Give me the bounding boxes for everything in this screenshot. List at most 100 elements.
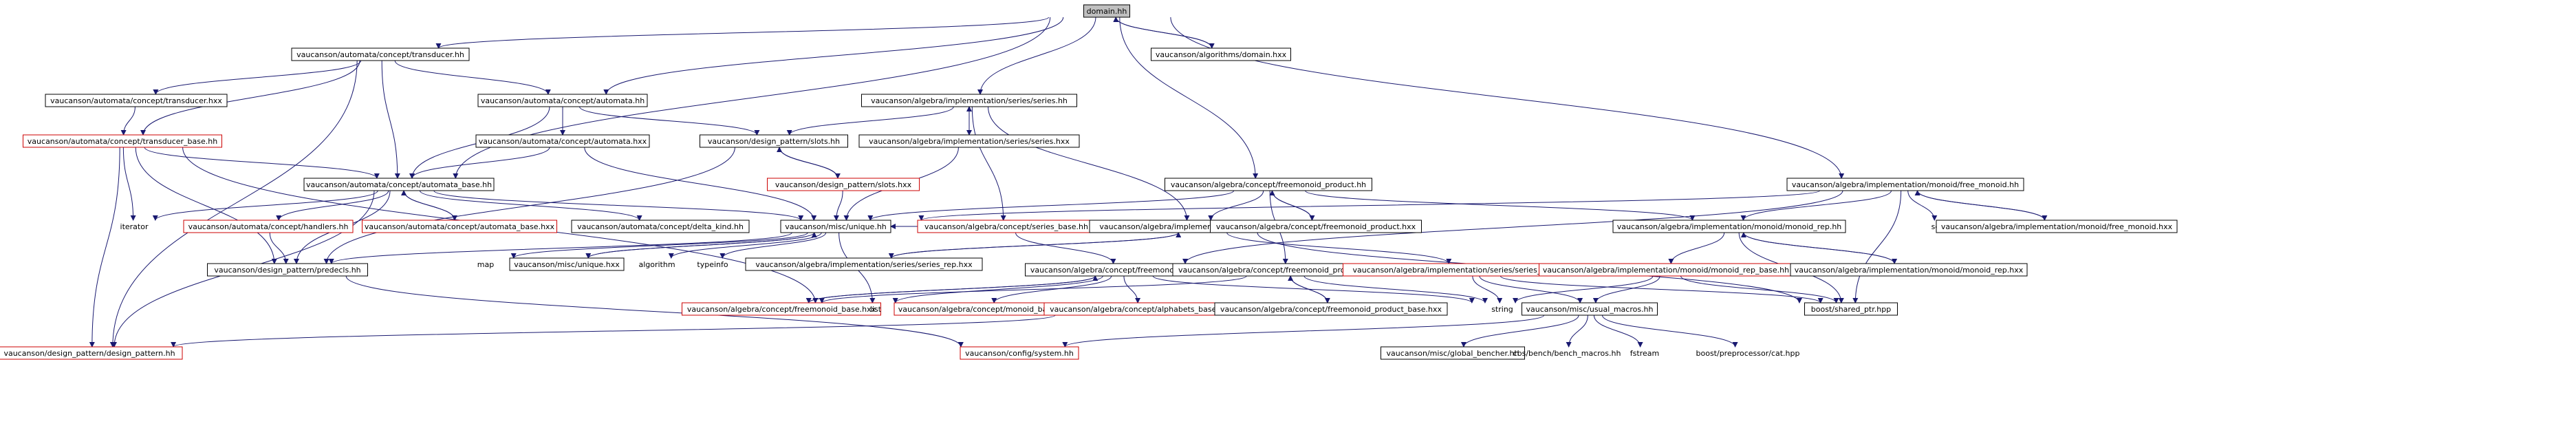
node-box bbox=[1790, 263, 2028, 277]
graph-edge-n13-n18 bbox=[918, 190, 1821, 221]
node-box bbox=[1804, 302, 1898, 316]
node-box bbox=[861, 94, 1077, 107]
node-box bbox=[1210, 220, 1422, 233]
node-label: vaucanson/design_pattern/predecls.hh bbox=[214, 266, 360, 275]
node-label: vaucanson/automata/concept/automata.hxx bbox=[479, 137, 647, 146]
node-label: iterator bbox=[120, 222, 149, 231]
graph-node-n40[interactable]: vaucanson/algebra/concept/freemonoid_pro… bbox=[1214, 302, 1448, 316]
graph-node-n35[interactable]: vaucanson/algebra/implementation/monoid/… bbox=[1790, 263, 2028, 277]
node-label: string bbox=[1491, 305, 1513, 314]
graph-node-n33[interactable]: vaucanson/algebra/implementation/series/… bbox=[1343, 263, 1597, 277]
graph-node-n47: cbs/bench/bench_macros.hh bbox=[1513, 349, 1621, 358]
graph-node-n7[interactable]: vaucanson/automata/concept/automata.hxx bbox=[475, 134, 650, 148]
graph-node-n44[interactable]: vaucanson/design_pattern/design_pattern.… bbox=[0, 346, 183, 360]
graph-node-n30[interactable]: vaucanson/design_pattern/predecls.hh bbox=[207, 263, 368, 277]
node-box bbox=[45, 94, 228, 107]
graph-edge-n31-n37 bbox=[892, 275, 1103, 303]
node-label: vaucanson/design_pattern/design_pattern.… bbox=[3, 349, 175, 358]
graph-node-n39[interactable]: vaucanson/algebra/concept/alphabets_base… bbox=[1043, 302, 1235, 316]
graph-edge-n42-n47 bbox=[1566, 315, 1588, 348]
node-label: map bbox=[477, 260, 494, 269]
graph-edge-n31-n39 bbox=[1123, 275, 1141, 303]
graph-node-n38[interactable]: vaucanson/algebra/concept/monoid_base.hh bbox=[894, 302, 1072, 316]
graph-node-n10[interactable]: vaucanson/design_pattern/slots.hxx bbox=[767, 178, 920, 191]
graph-node-n12[interactable]: vaucanson/algebra/concept/freemonoid_pro… bbox=[1165, 178, 1372, 191]
graph-node-n21[interactable]: vaucanson/algebra/concept/freemonoid_pro… bbox=[1210, 220, 1422, 233]
graph-node-n14: iterator bbox=[120, 222, 149, 231]
graph-edge-n20-n33 bbox=[1226, 232, 1452, 264]
node-label: vaucanson/algebra/implementation/monoid/… bbox=[1543, 266, 1789, 275]
graph-node-n11[interactable]: vaucanson/automata/concept/automata_base… bbox=[303, 178, 495, 191]
node-box bbox=[780, 220, 891, 233]
node-label: vaucanson/automata/concept/transducer_ba… bbox=[28, 137, 217, 146]
graph-node-n26[interactable]: vaucanson/misc/unique.hxx bbox=[509, 257, 625, 271]
graph-edge-n12-n18 bbox=[867, 190, 1235, 221]
graph-edge-n18-n30 bbox=[328, 232, 792, 264]
graph-edge-n13-n23 bbox=[1907, 190, 1938, 221]
graph-edge-n21-n12 bbox=[1269, 190, 1312, 221]
graph-node-n37: list bbox=[870, 305, 882, 314]
graph-edge-n2-n3 bbox=[153, 60, 362, 95]
graph-edge-n11-n18 bbox=[433, 190, 804, 221]
graph-node-n15[interactable]: vaucanson/automata/concept/handlers.hh bbox=[183, 220, 354, 233]
graph-edge-n4-n8 bbox=[579, 106, 760, 136]
graph-edge-n5-n8 bbox=[786, 106, 954, 136]
graph-node-n8[interactable]: vaucanson/design_pattern/slots.hh bbox=[700, 134, 848, 148]
graph-node-n1[interactable]: vaucanson/algorithms/domain.hxx bbox=[1151, 47, 1291, 61]
node-box bbox=[1522, 302, 1658, 316]
graph-edge-n10-n8 bbox=[777, 147, 838, 179]
node-label: vaucanson/algebra/implementation/series/… bbox=[869, 137, 1070, 146]
graph-node-n18[interactable]: vaucanson/misc/unique.hh bbox=[780, 220, 891, 233]
node-label: vaucanson/algebra/concept/freemonoid_bas… bbox=[687, 305, 876, 314]
node-box bbox=[682, 302, 881, 316]
node-label: vaucanson/automata/concept/automata.hh bbox=[481, 96, 645, 105]
graph-node-n3[interactable]: vaucanson/automata/concept/transducer.hx… bbox=[45, 94, 228, 107]
graph-node-n31[interactable]: vaucanson/algebra/concept/freemonoid_bas… bbox=[1025, 263, 1220, 277]
graph-edge-n18-n25 bbox=[510, 232, 808, 259]
node-label: vaucanson/algebra/concept/freemonoid_pro… bbox=[1216, 222, 1416, 231]
graph-edge-n12-n22 bbox=[1305, 190, 1696, 221]
graph-edge-n31-n41 bbox=[1152, 275, 1475, 303]
node-label: fstream bbox=[1630, 349, 1659, 358]
graph-node-n6[interactable]: vaucanson/automata/concept/transducer_ba… bbox=[23, 134, 222, 148]
node-label: vaucanson/algebra/concept/freemonoid_bas… bbox=[1030, 266, 1215, 275]
graph-edge-n34-n41 bbox=[1513, 275, 1654, 303]
graph-node-n5[interactable]: vaucanson/algebra/implementation/series/… bbox=[861, 94, 1077, 107]
graph-node-n16[interactable]: vaucanson/automata/concept/automata_base… bbox=[362, 220, 557, 233]
graph-edge-n30-n45 bbox=[345, 275, 964, 348]
graph-node-n36[interactable]: vaucanson/algebra/concept/freemonoid_bas… bbox=[682, 302, 881, 316]
node-box bbox=[207, 263, 368, 277]
graph-edge-n13-n43 bbox=[1852, 190, 1902, 303]
node-box bbox=[23, 134, 222, 148]
graph-node-n22[interactable]: vaucanson/algebra/implementation/monoid/… bbox=[1612, 220, 1846, 233]
graph-node-n29[interactable]: vaucanson/algebra/implementation/series/… bbox=[745, 257, 983, 271]
graph-node-n17[interactable]: vaucanson/automata/concept/delta_kind.hh bbox=[571, 220, 750, 233]
graph-edge-n39-n44 bbox=[171, 315, 1056, 348]
graph-node-n24[interactable]: vaucanson/algebra/implementation/monoid/… bbox=[1936, 220, 2178, 233]
graph-node-n46[interactable]: vaucanson/misc/global_bencher.hh bbox=[1381, 346, 1525, 360]
graph-node-n13[interactable]: vaucanson/algebra/implementation/monoid/… bbox=[1786, 178, 2024, 191]
graph-node-n43[interactable]: boost/shared_ptr.hpp bbox=[1804, 302, 1898, 316]
node-box bbox=[509, 257, 625, 271]
node-label: vaucanson/algebra/concept/series_base.hh bbox=[924, 222, 1088, 231]
node-label: vaucanson/algebra/concept/freemonoid_pro… bbox=[1220, 305, 1442, 314]
graph-node-n34[interactable]: vaucanson/algebra/implementation/monoid/… bbox=[1539, 263, 1793, 277]
graph-edge-n19-n31 bbox=[1015, 232, 1116, 264]
graph-edge-n2-n4 bbox=[394, 60, 551, 95]
graph-edge-n24-n13 bbox=[1914, 190, 2045, 221]
graph-node-n9[interactable]: vaucanson/algebra/implementation/series/… bbox=[858, 134, 1080, 148]
graph-node-n19[interactable]: vaucanson/algebra/concept/series_base.hh bbox=[917, 220, 1096, 233]
graph-node-n45[interactable]: vaucanson/config/system.hh bbox=[960, 346, 1079, 360]
node-box bbox=[475, 134, 650, 148]
graph-node-n4[interactable]: vaucanson/automata/concept/automata.hh bbox=[477, 94, 648, 107]
graph-node-n48: fstream bbox=[1630, 349, 1659, 358]
graph-node-n2[interactable]: vaucanson/automata/concept/transducer.hh bbox=[291, 47, 470, 61]
node-label: vaucanson/algebra/concept/monoid_base.hh bbox=[898, 305, 1068, 314]
node-label: vaucanson/automata/concept/transducer.hx… bbox=[50, 96, 222, 105]
graph-node-n42[interactable]: vaucanson/misc/usual_macros.hh bbox=[1522, 302, 1658, 316]
node-box bbox=[745, 257, 983, 271]
node-label: vaucanson/automata/concept/handlers.hh bbox=[188, 222, 349, 231]
graph-node-n0[interactable]: domain.hh bbox=[1083, 4, 1130, 18]
graph-edge-n11-n15 bbox=[276, 190, 389, 221]
